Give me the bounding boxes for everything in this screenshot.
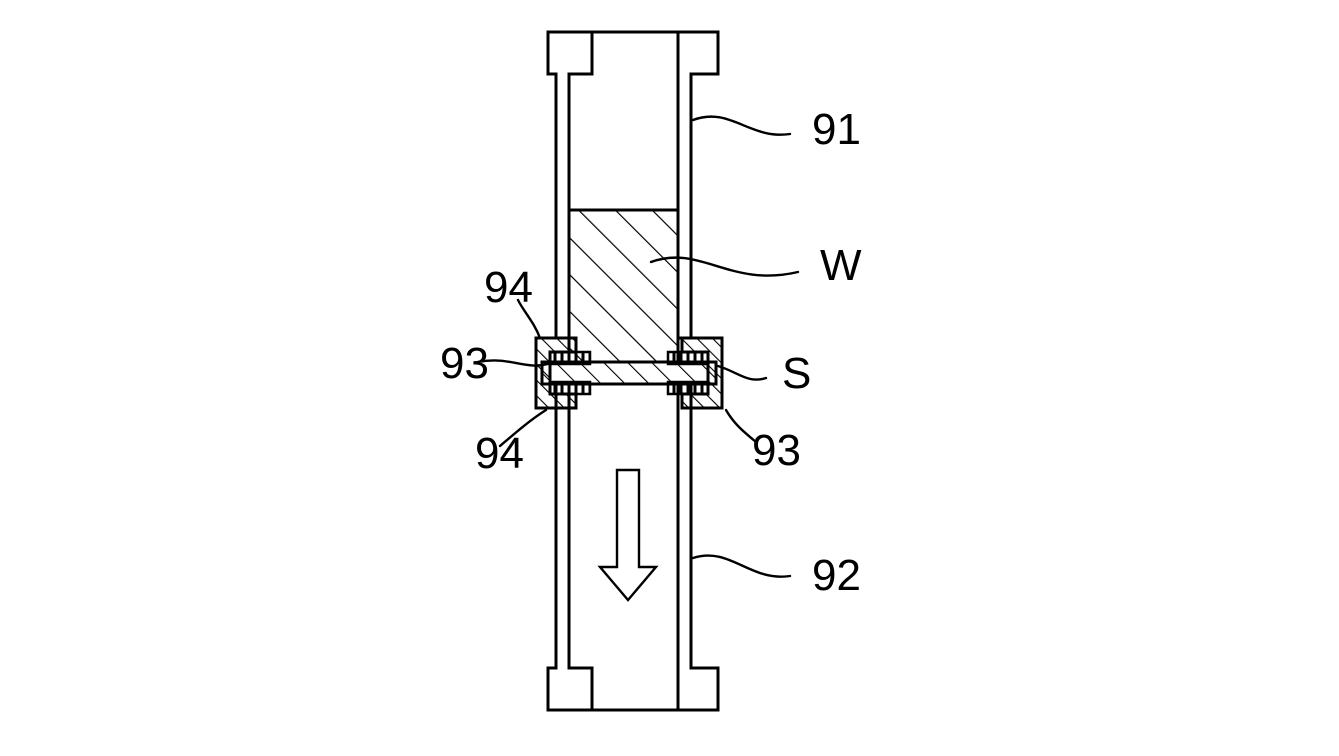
leader-lines	[476, 115, 800, 578]
lower-tube-left-wall	[546, 382, 594, 712]
leader-line-93-left	[476, 359, 550, 367]
leader-line-92	[691, 554, 792, 578]
right-clamp-assembly	[666, 336, 724, 410]
label-92: 92	[812, 551, 861, 600]
label-93-right: 93	[752, 426, 801, 475]
workpiece-hatch-fill	[569, 210, 678, 362]
right-gasket-93-upper	[666, 350, 710, 366]
right-gasket-93-lower	[666, 380, 710, 396]
separating-plate-S	[540, 360, 718, 386]
leader-line-W	[649, 256, 800, 277]
reference-labels: 91 W 94 93 94 S 93 92	[440, 105, 862, 600]
label-94-upper: 94	[484, 263, 533, 312]
left-gasket-93-lower	[548, 380, 592, 396]
leader-line-91	[691, 115, 792, 136]
label-93-left: 93	[440, 339, 489, 388]
label-workpiece-w: W	[820, 241, 862, 290]
leader-line-94-upper	[516, 298, 542, 340]
leader-line-93-right	[724, 408, 758, 444]
leader-line-94-lower	[498, 408, 548, 448]
flow-direction-arrow	[597, 468, 659, 602]
left-gasket-93-upper	[548, 350, 592, 366]
lower-tube-right-wall	[676, 382, 720, 712]
leader-line-S	[716, 364, 768, 381]
label-plate-s: S	[782, 349, 811, 398]
label-91: 91	[812, 105, 861, 154]
label-94-lower: 94	[475, 429, 524, 478]
upper-tube-right-wall	[676, 30, 720, 340]
plate-hatch-fill	[542, 362, 716, 384]
workpiece-W	[567, 208, 680, 364]
left-clamp-assembly	[534, 336, 592, 410]
drawing-body	[476, 30, 800, 712]
